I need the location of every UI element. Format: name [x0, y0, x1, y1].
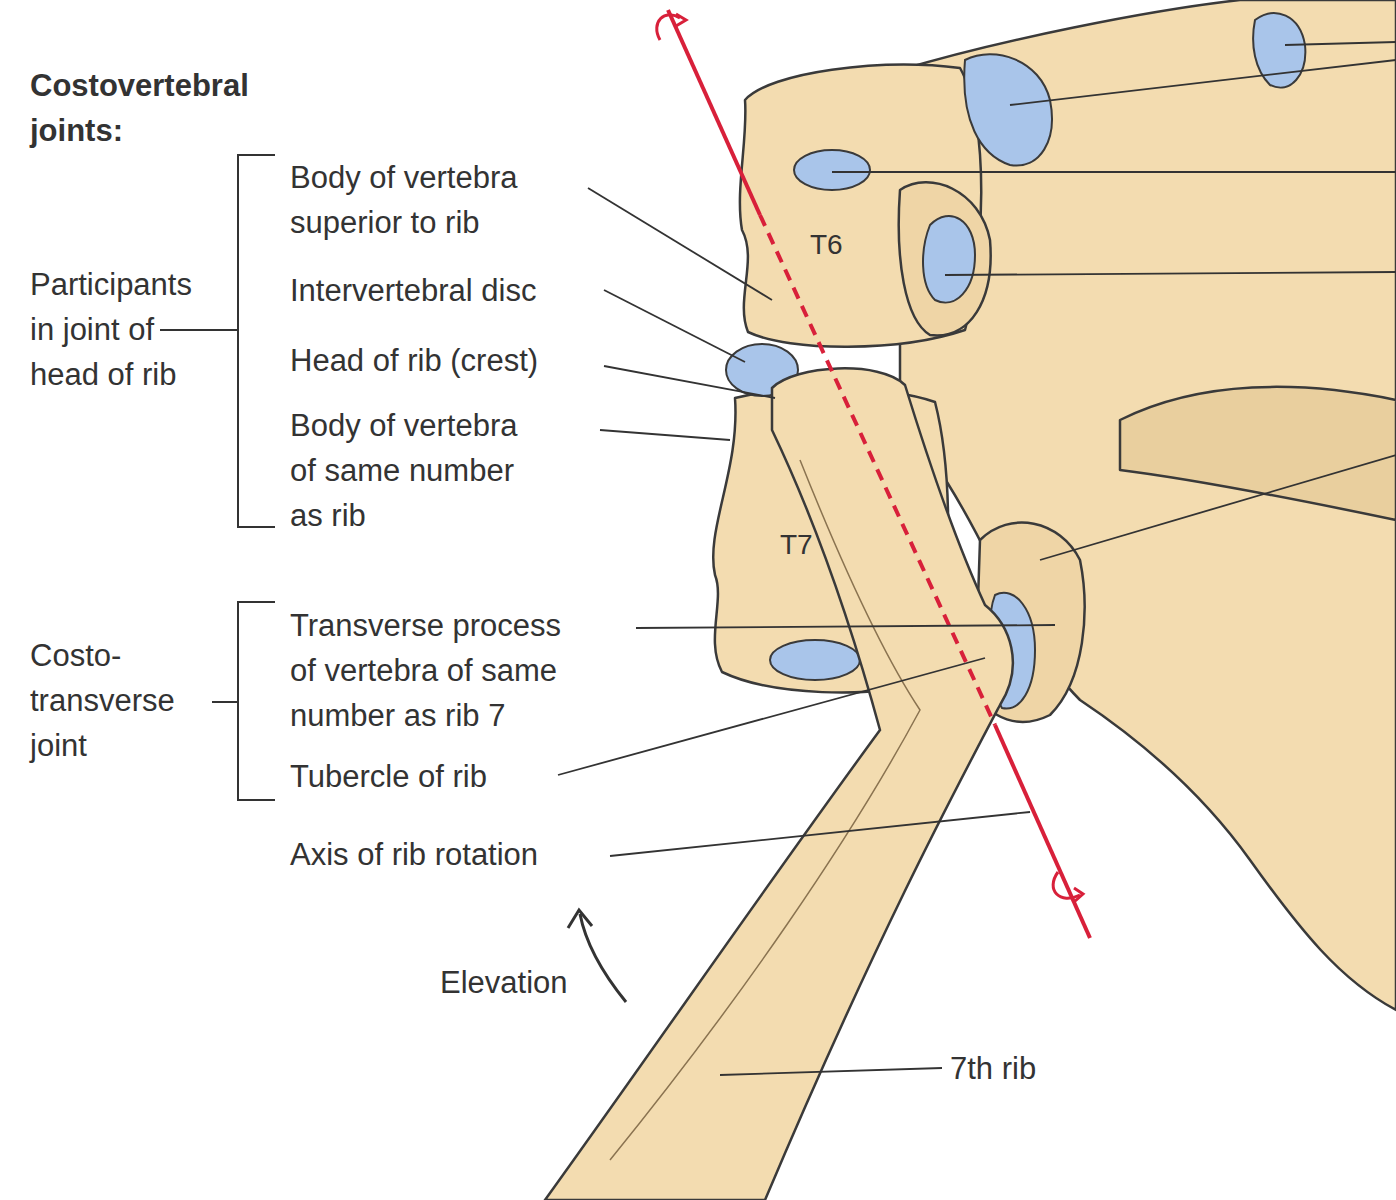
leader-line	[600, 430, 730, 440]
rotation-arrow	[657, 15, 680, 40]
costal-facet	[923, 216, 975, 303]
leader-line	[588, 188, 772, 300]
bracket	[238, 155, 275, 527]
rotation-arrow	[1053, 872, 1080, 898]
diagram-title: Costovertebral joints:	[30, 63, 320, 153]
part-label: 7th rib	[950, 1046, 1150, 1091]
part-label: Intervertebral disc	[290, 268, 630, 313]
leader-line	[610, 812, 1030, 856]
spinous-process	[1120, 387, 1396, 520]
leader-line	[1010, 60, 1396, 105]
seventh-rib	[545, 368, 1013, 1200]
part-label: Axis of rib rotation	[290, 832, 690, 877]
elevation-arrow	[580, 914, 626, 1002]
leader-line	[720, 1068, 942, 1075]
part-label: Tubercle of rib	[290, 754, 630, 799]
group-label: Participants in joint of head of rib	[30, 262, 205, 397]
group-label: Costo- transverse joint	[30, 633, 210, 768]
costal-facet	[770, 640, 860, 680]
leader-line	[604, 290, 745, 362]
rotation-axis	[668, 10, 760, 215]
vertebra-number: T7	[780, 522, 860, 567]
part-label: Body of vertebra superior to rib	[290, 155, 540, 245]
articular-facet	[964, 54, 1052, 165]
leader-line	[945, 272, 1396, 275]
bracket	[160, 329, 238, 331]
rotation-axis	[760, 215, 995, 725]
leader-line	[1040, 455, 1396, 560]
leader-line	[558, 658, 985, 775]
motion-label: Elevation	[440, 960, 640, 1005]
leader-line	[832, 171, 1396, 173]
bracket	[238, 602, 275, 800]
rotation-axis	[995, 725, 1090, 938]
part-label: Body of vertebra of same number as rib	[290, 403, 540, 538]
pedicle	[899, 182, 991, 335]
leader-line	[604, 366, 775, 398]
vertebra-number: T6	[810, 222, 890, 267]
part-label: Head of rib (crest)	[290, 338, 630, 383]
part-label: Transverse process of vertebra of same n…	[290, 603, 580, 738]
leader-line	[636, 625, 1055, 628]
costal-facet	[794, 150, 870, 190]
leader-line	[1285, 42, 1396, 45]
bracket	[212, 701, 238, 703]
